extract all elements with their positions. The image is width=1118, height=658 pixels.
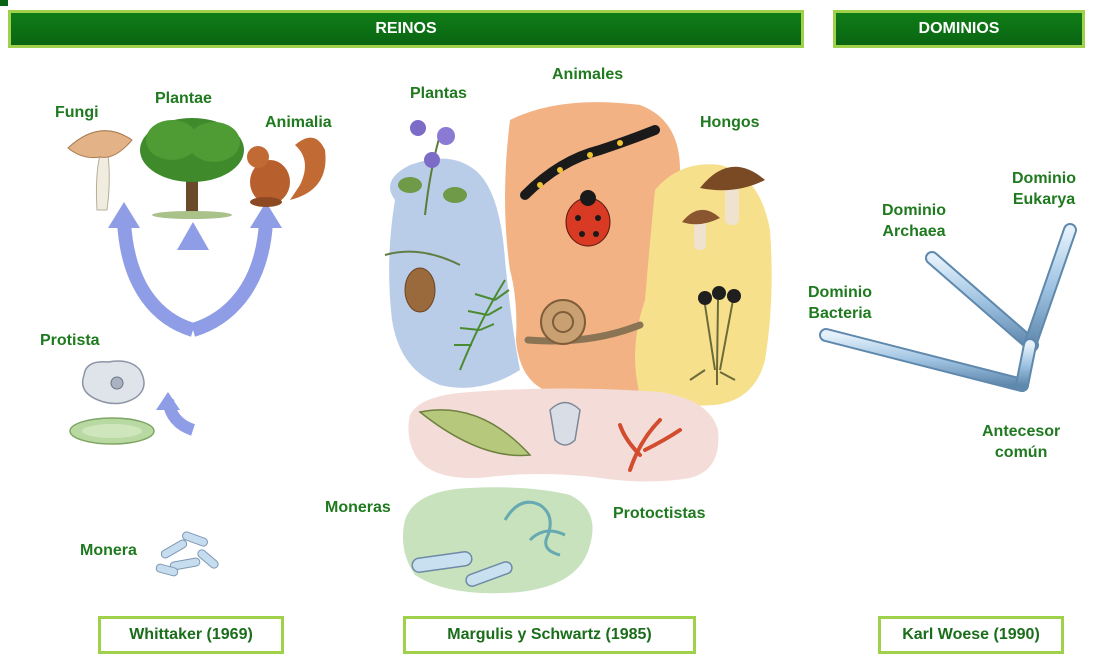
margulis-caption: Margulis y Schwartz (1985) (403, 616, 696, 654)
woese-caption: Karl Woese (1990) (878, 616, 1064, 654)
animalia-label: Animalia (265, 112, 332, 133)
hongos-label: Hongos (700, 112, 760, 133)
archaea-label-line2: Archaea (882, 221, 946, 242)
bacteria-label: Dominio Bacteria (808, 282, 872, 324)
fungi-label: Fungi (55, 102, 99, 123)
archaea-label: Dominio Archaea (882, 200, 946, 242)
eukarya-label: Dominio Eukarya (1012, 168, 1076, 210)
right-branch (193, 222, 266, 330)
plantas-label: Plantas (410, 83, 467, 104)
ancestor-label-line1: Antecesor (982, 421, 1060, 442)
protista-illustration (70, 361, 154, 444)
whittaker-caption: Whittaker (1969) (98, 616, 284, 654)
monera-label: Monera (80, 540, 137, 561)
eukarya-label-line1: Dominio (1012, 168, 1076, 189)
moneras-label: Moneras (325, 497, 391, 518)
ancestor-label: Antecesor común (982, 421, 1060, 463)
eukarya-label-line2: Eukarya (1012, 189, 1076, 210)
archaea-label-line1: Dominio (882, 200, 946, 221)
left-branch (124, 222, 193, 330)
vorticella-illustration (550, 403, 580, 446)
ancestor-label-line2: común (982, 442, 1060, 463)
squirrel-animalia-illustration (247, 138, 326, 207)
bacteria-label-line1: Dominio (808, 282, 872, 303)
animales-label: Animales (552, 64, 623, 85)
bacteria-label-line2: Bacteria (808, 303, 872, 324)
phylogeny-arrows (124, 222, 266, 515)
protoctistas-label: Protoctistas (613, 503, 705, 524)
plantae-label: Plantae (155, 88, 212, 109)
tree-plantae-illustration (140, 118, 244, 219)
bacteria-monera-illustration (155, 531, 219, 577)
protista-label: Protista (40, 330, 100, 351)
mushroom-fungi-illustration (68, 131, 132, 210)
fungi-blob (635, 164, 772, 405)
